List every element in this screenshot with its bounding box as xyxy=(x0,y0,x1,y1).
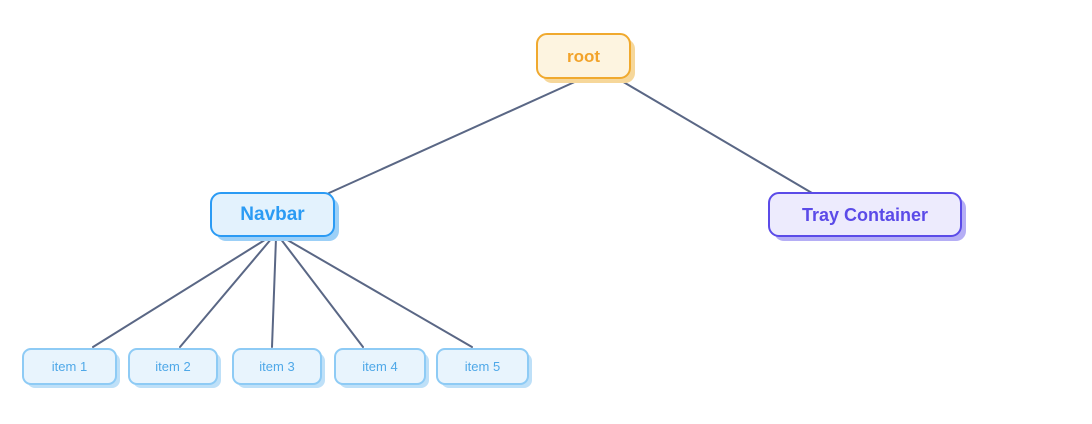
node-navbar[interactable]: Navbar xyxy=(210,192,335,237)
node-item-5[interactable]: item 5 xyxy=(436,348,529,385)
node-item-5-label: item 5 xyxy=(464,359,501,374)
node-root-label: root xyxy=(566,46,601,66)
node-item-1-label: item 1 xyxy=(51,359,88,374)
node-item-3[interactable]: item 3 xyxy=(232,348,322,385)
node-tray-container[interactable]: Tray Container xyxy=(768,192,962,237)
node-item-1[interactable]: item 1 xyxy=(22,348,117,385)
node-item-4[interactable]: item 4 xyxy=(334,348,426,385)
edge-navbar-to-item-1 xyxy=(92,237,269,348)
node-tray-container-label: Tray Container xyxy=(801,204,929,225)
edge-root-to-navbar xyxy=(328,79,580,194)
edge-navbar-to-item-4 xyxy=(279,237,364,348)
node-root[interactable]: root xyxy=(536,33,631,79)
node-item-2[interactable]: item 2 xyxy=(128,348,218,385)
edge-navbar-to-item-3 xyxy=(271,237,277,348)
edge-navbar-to-item-5 xyxy=(283,237,473,348)
node-navbar-label: Navbar xyxy=(240,204,305,225)
edge-root-to-tray xyxy=(619,79,813,194)
node-item-3-label: item 3 xyxy=(259,359,295,374)
node-item-4-label: item 4 xyxy=(362,359,398,374)
node-item-2-label: item 2 xyxy=(155,359,191,374)
edge-group xyxy=(92,79,813,348)
edge-navbar-to-item-2 xyxy=(179,237,273,348)
